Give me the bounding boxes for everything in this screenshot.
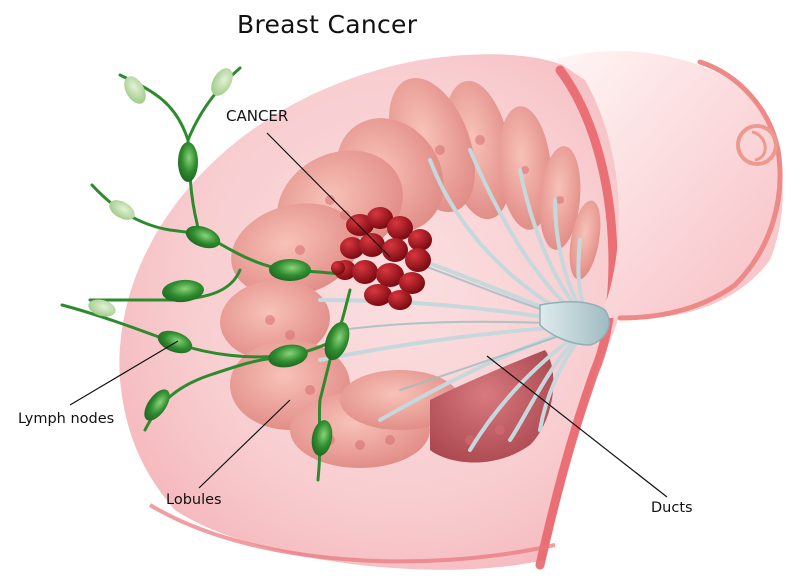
leader-line-lobules bbox=[198, 399, 291, 489]
diagram-title: Breast Cancer bbox=[237, 10, 418, 39]
tumor-cluster bbox=[331, 207, 432, 310]
ducts bbox=[318, 148, 610, 452]
label-ducts: Ducts bbox=[651, 500, 693, 516]
label-lobules: Lobules bbox=[166, 492, 222, 508]
nipple-side bbox=[555, 51, 783, 321]
leader-lines bbox=[69, 132, 668, 498]
lymph-nodes bbox=[60, 66, 352, 482]
leader-line-cancer bbox=[266, 132, 391, 258]
leader-line-lymph-nodes bbox=[69, 340, 179, 406]
label-lymph-nodes: Lymph nodes bbox=[18, 411, 115, 427]
leader-line-ducts bbox=[486, 355, 668, 498]
label-cancer: CANCER bbox=[226, 107, 289, 125]
